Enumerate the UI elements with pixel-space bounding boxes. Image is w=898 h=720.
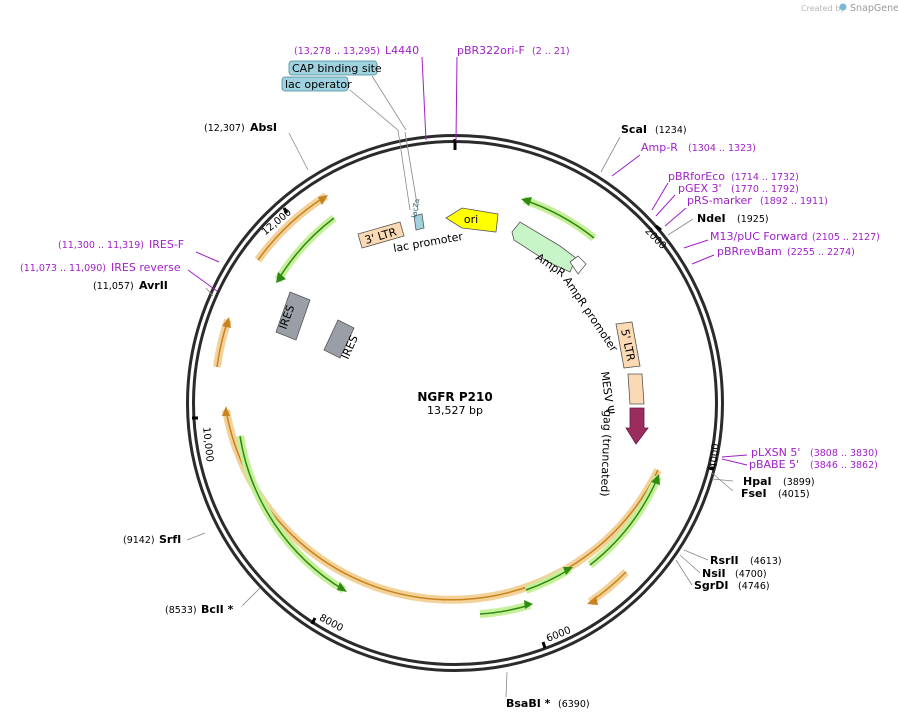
primer-range: (2255 .. 2274) bbox=[787, 247, 855, 258]
lac-operator-label: lac operator bbox=[285, 78, 352, 91]
ampr-promoter-arrow bbox=[569, 255, 587, 275]
site-name: NdeI bbox=[697, 212, 726, 225]
primer-range: (1892 .. 1911) bbox=[760, 196, 828, 207]
tick-mark bbox=[282, 207, 289, 214]
primer-range: (11,073 .. 11,090) bbox=[20, 263, 106, 274]
tick-label: 8000 bbox=[317, 613, 345, 635]
site-position: (9142) bbox=[123, 535, 155, 546]
primer-name: Amp-R bbox=[641, 141, 678, 154]
site-name: HpaI bbox=[743, 475, 772, 488]
primer-name: pBR322ori-F bbox=[457, 44, 525, 57]
ampr-feature: AmpR AmpR promoter bbox=[511, 221, 621, 355]
primer-range: (2105 .. 2127) bbox=[812, 232, 880, 243]
ori-arrow bbox=[445, 207, 499, 233]
green-features bbox=[236, 196, 662, 618]
primer-name: pBRrevBam bbox=[717, 245, 782, 258]
primer-range: (3808 .. 3830) bbox=[810, 448, 878, 459]
primer-range: (11,300 .. 11,319) bbox=[58, 240, 144, 251]
site-position: (1234) bbox=[655, 125, 687, 136]
primer-name: pRS-marker bbox=[687, 194, 752, 207]
tick-mark bbox=[707, 466, 715, 471]
site-position: (4700) bbox=[735, 569, 767, 580]
ltr5-box bbox=[615, 321, 641, 369]
orf-arc-large-line bbox=[225, 409, 659, 601]
leader-lines bbox=[186, 75, 734, 698]
mesv-feature: MESV Ψ bbox=[598, 371, 645, 416]
primer-name: pBRforEco bbox=[668, 170, 725, 183]
snapgene-logo-icon bbox=[839, 3, 847, 11]
restriction-sites: ScaI (1234) NdeI (1925) HpaI (3899) FseI… bbox=[93, 121, 815, 710]
tick-mark bbox=[541, 641, 547, 649]
tick-label: 4000 bbox=[708, 443, 722, 469]
tick-mark bbox=[310, 617, 317, 625]
ires-feature-1: IRES bbox=[275, 291, 311, 341]
primer-name: IRES reverse bbox=[111, 261, 181, 274]
ori-label: ori bbox=[464, 213, 478, 226]
ltr3-box bbox=[357, 221, 405, 249]
primer-name: pBABE 5' bbox=[749, 458, 799, 471]
primer-name: pGEX 3' bbox=[678, 182, 722, 195]
gag-arrow bbox=[625, 407, 649, 445]
lac-operator-box bbox=[281, 76, 349, 92]
ltr5-feature: 5' LTR bbox=[615, 321, 641, 369]
gag-label: gag (truncated) bbox=[598, 410, 614, 497]
site-position: (8533) bbox=[165, 605, 197, 616]
cap-binding-site-box bbox=[288, 60, 378, 76]
site-position: (4015) bbox=[778, 489, 810, 500]
primer-range: (13,278 .. 13,295) bbox=[294, 46, 380, 57]
site-name: BclI * bbox=[201, 603, 234, 616]
primer-range: (1304 .. 1323) bbox=[688, 143, 756, 154]
site-name: SrfI bbox=[159, 533, 181, 546]
ires-feature-2: IRES bbox=[323, 319, 361, 361]
mesv-label: MESV Ψ bbox=[598, 371, 617, 416]
primer-range: (2 .. 21) bbox=[532, 46, 570, 57]
orf-arc-large bbox=[222, 409, 662, 604]
primer-name: M13/pUC Forward bbox=[710, 230, 808, 243]
primer-name: L4440 bbox=[385, 44, 419, 57]
tick-label: 10,000 bbox=[200, 427, 215, 463]
site-name: AvrII bbox=[139, 279, 168, 292]
gag-feature: gag (truncated) bbox=[598, 407, 649, 497]
ires-box bbox=[323, 319, 355, 359]
plasmid-name: NGFR P210 bbox=[417, 390, 492, 404]
ampr-promoter-label: AmpR promoter bbox=[561, 274, 621, 354]
orf-arrowhead bbox=[222, 406, 230, 416]
primer-name: pLXSN 5' bbox=[751, 446, 800, 459]
site-position: (6390) bbox=[558, 699, 590, 710]
created-by-text: Created by bbox=[801, 4, 845, 13]
primer-labels: pBR322ori-F (2 .. 21) (13,278 .. 13,295)… bbox=[20, 44, 880, 471]
site-position: (11,057) bbox=[93, 281, 134, 292]
orf-arcs bbox=[213, 192, 662, 606]
site-position: (3899) bbox=[783, 477, 815, 488]
lacz-label: lacZα bbox=[410, 197, 421, 218]
site-position: (12,307) bbox=[204, 123, 245, 134]
site-position: (1925) bbox=[737, 214, 769, 225]
site-name: ScaI bbox=[621, 123, 647, 136]
plasmid-length: 13,527 bp bbox=[427, 404, 483, 417]
site-name: RsrII bbox=[710, 554, 739, 567]
primer-range: (3846 .. 3862) bbox=[810, 460, 878, 471]
cap-binding-site-label: CAP binding site bbox=[292, 62, 382, 75]
site-position: (4613) bbox=[750, 556, 782, 567]
primer-name: IRES-F bbox=[149, 238, 184, 251]
site-position: (4746) bbox=[738, 581, 770, 592]
tick-mark bbox=[655, 224, 662, 232]
primer-range: (1714 .. 1732) bbox=[731, 172, 799, 183]
lacz-box bbox=[413, 213, 425, 231]
brand-name: SnapGene bbox=[850, 3, 898, 14]
site-name: BsaBI * bbox=[506, 697, 551, 710]
site-name: AbsI bbox=[250, 121, 277, 134]
site-name: NsiI bbox=[702, 567, 726, 580]
site-name: SgrDI bbox=[694, 579, 728, 592]
ires-box bbox=[275, 291, 311, 341]
boxed-labels: CAP binding site lac operator bbox=[281, 60, 382, 92]
ori-feature: ori bbox=[445, 207, 499, 233]
primer-leaders bbox=[187, 56, 748, 466]
primer-range: (1770 .. 1792) bbox=[731, 184, 799, 195]
lacz-feature: lacZα bbox=[410, 197, 425, 231]
mesv-box bbox=[627, 373, 645, 405]
site-name: FseI bbox=[741, 487, 767, 500]
